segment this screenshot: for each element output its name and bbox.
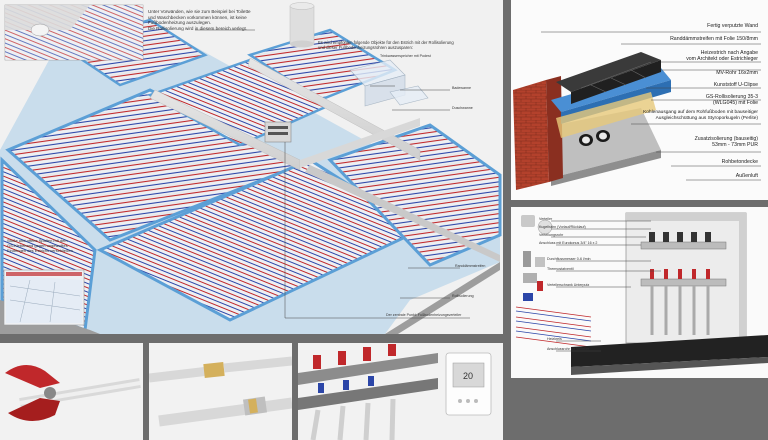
label-water-tank: Trinkwasserspeicher mit Podest [380,54,431,58]
pipe-cutter-photo [0,343,143,440]
label-heating-circuit: Heizkreis [547,337,562,341]
note-pre-wall: Unter Vorwänden, wie sie zum Beispiel be… [148,9,251,32]
manifold-illustration: 20 [298,343,503,440]
note-line: Unter Vorwänden, wie sie zum Beispiel be… [148,9,251,14]
floor-section-illustration [513,31,761,190]
floor-heating-plan-panel: Unter Vorwänden, wie sie zum Beispiel be… [0,0,503,334]
label-heating-screed-2: vom Architekt oder Estrichleger [686,56,758,62]
note-line: Die Rollisolierung wird in diesem bereic… [148,26,248,32]
label-roll-insulation: Rollisolierung [452,294,474,298]
note-line: und dieser Fußbodenheizungsrohren auszus… [318,45,413,51]
pipe-cutter-illustration [0,343,143,440]
note-recess-objects: Es wird empfohlen folgende Objekte für d… [318,40,454,51]
label-plastered-wall: Fertig verputzte Wand [707,23,758,29]
label-edge-strip: Randdämmstreifen [455,264,486,268]
note-line: Eindringen des Estrichs verschließen. [7,248,74,253]
label-cabinet: Verteilerschrank Unterputz [547,283,590,287]
floor-heating-plan-illustration [0,0,503,334]
distributor-illustration [515,212,768,375]
svg-text:20: 20 [463,371,473,381]
label-raw-concrete: Rohbetondecke [721,159,758,165]
note-line: Stöße und offene Spalten mit dem [7,238,68,243]
press-fitting-photo [149,343,292,440]
note-line: und Waschbecken vorkommen können, ist ke… [148,14,247,20]
label-connection-pipe: Anschlussrohr für Verteiler [547,347,590,351]
note-line: Fußbodenheizung auszulegen. [148,20,212,26]
label-heating-screed: Heizestrich nach Angabe [700,50,758,56]
label-pipe-mv: MV-Rohr 16x2mm [716,70,758,76]
manifold-photo: 20 [298,343,503,440]
note-line: Es wird empfohlen folgende Objekte für d… [318,40,454,45]
label-extra-insulation-2: 53mm - 73mm PUR [712,142,758,148]
label-distributor: Verteiler [539,217,553,221]
label-ball-valve: Kugelhahn (Vorlauf/Rücklauf) [539,225,586,229]
press-fitting-illustration [149,343,292,440]
note-line: GS-Klebeband gegen ungewolltes [7,243,68,248]
floor-section-panel: Fertig verputzte Wand Randdämmstreifen m… [511,0,768,200]
label-edge-strip-foil: Randdämmstreifen mit Folie 150/8mm [670,36,758,42]
label-distribution-pipe: Verteilungsrohr [539,233,564,237]
note-tape-seal: Stöße und offene Spalten mit dem GS-Kleb… [7,238,74,253]
label-eurocone: Anschluss mit Eurokonus 3/4" 16 x 2 [539,241,598,245]
distributor-panel: Verteiler Kugelhahn (Vorlauf/Rücklauf) V… [511,207,768,378]
label-leveling-2: Ausgleichschüttung aus Styroporkugeln (P… [655,116,758,121]
label-u-clips: Kunststoff U-Clipse [713,82,758,88]
label-gs-roll-insulation-2: (WLG045) mit Folie [713,100,758,106]
label-gs-roll-insulation: GS-Rollisolierung 35-3 [705,94,758,100]
label-extra-insulation: Zusatzisolierung (bauseitig) [694,136,758,142]
label-thermostat-valve: Thermostatventil [547,267,574,271]
label-bathtub: Badewanne [452,86,471,90]
label-outside-air: Außenluft [735,173,758,179]
label-central-distributor: Der zentrale Punkt: Fußbodenheizungsvert… [386,313,462,317]
label-flow-meter: Durchflussmesser 0-6 l/min [547,257,591,261]
label-leveling: Kohlenausgang auf dem Rohfußboden mit ba… [643,110,758,115]
label-shower: Duschwanne [452,106,473,110]
